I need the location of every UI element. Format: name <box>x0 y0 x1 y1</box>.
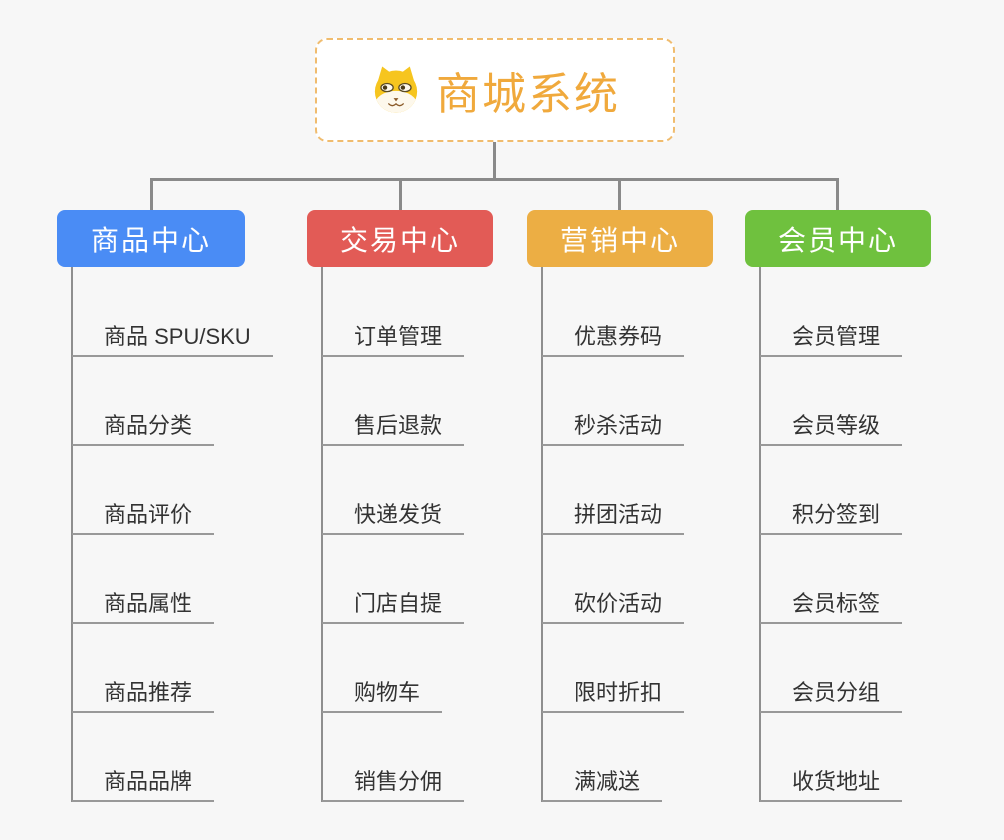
leaf-node[interactable]: 收货地址 <box>760 762 903 802</box>
leaf-node[interactable]: 会员标签 <box>760 584 903 624</box>
leaf-node[interactable]: 限时折扣 <box>542 673 685 713</box>
leaf-node[interactable]: 售后退款 <box>322 406 465 446</box>
connector-branch-stub <box>836 180 839 211</box>
leaf-node[interactable]: 商品品牌 <box>72 762 215 802</box>
connector-root-stub <box>493 142 496 179</box>
leaf-node[interactable]: 购物车 <box>322 673 443 713</box>
leaf-node[interactable]: 销售分佣 <box>322 762 465 802</box>
dog-face-icon <box>370 64 422 116</box>
leaf-node[interactable]: 满减送 <box>542 762 663 802</box>
leaf-node[interactable]: 会员分组 <box>760 673 903 713</box>
branch-node-product-center[interactable]: 商品中心 <box>57 210 245 267</box>
connector-branch-stub <box>618 180 621 211</box>
leaf-node[interactable]: 秒杀活动 <box>542 406 685 446</box>
leaf-node[interactable]: 积分签到 <box>760 495 903 535</box>
branch-node-member-center[interactable]: 会员中心 <box>745 210 931 267</box>
leaf-node[interactable]: 门店自提 <box>322 584 465 624</box>
leaf-node[interactable]: 拼团活动 <box>542 495 685 535</box>
connector-horizontal <box>150 178 839 181</box>
leaf-node[interactable]: 快递发货 <box>322 495 465 535</box>
leaf-node[interactable]: 商品评价 <box>72 495 215 535</box>
leaf-node[interactable]: 商品 SPU/SKU <box>72 317 273 357</box>
leaf-node[interactable]: 商品分类 <box>72 406 215 446</box>
leaf-node[interactable]: 订单管理 <box>322 317 465 357</box>
root-node[interactable]: 商城系统 <box>315 38 675 142</box>
branch-node-trade-center[interactable]: 交易中心 <box>307 210 493 267</box>
leaf-node[interactable]: 商品属性 <box>72 584 215 624</box>
leaf-node[interactable]: 优惠券码 <box>542 317 685 357</box>
connector-branch-stub <box>399 180 402 211</box>
branch-node-marketing-center[interactable]: 营销中心 <box>527 210 713 267</box>
root-title: 商城系统 <box>436 70 620 119</box>
leaf-node[interactable]: 商品推荐 <box>72 673 215 713</box>
connector-branch-stub <box>150 180 153 211</box>
leaf-node[interactable]: 砍价活动 <box>542 584 685 624</box>
leaf-node[interactable]: 会员管理 <box>760 317 903 357</box>
leaf-node[interactable]: 会员等级 <box>760 406 903 446</box>
